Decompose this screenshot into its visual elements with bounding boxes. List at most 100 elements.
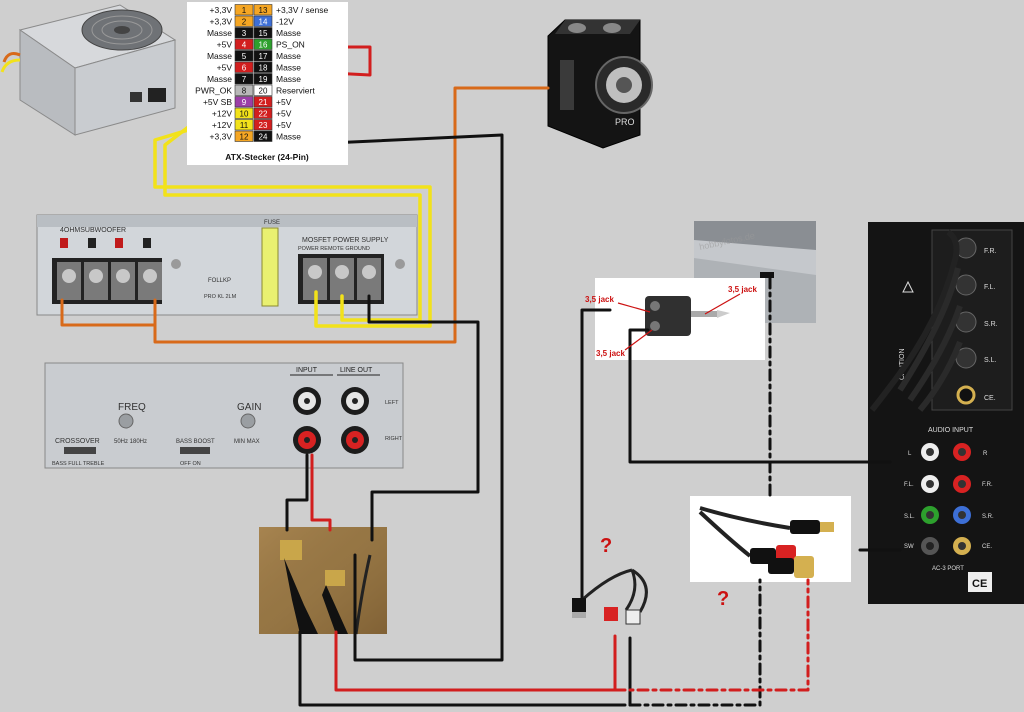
atx-right-label: +3,3V / sense [276,5,328,15]
input-fr-label: F.R. [982,482,993,488]
atx-right-label: Reserviert [276,86,315,96]
atx-right-label: +5V [276,120,292,130]
yellow-wire-1 [163,116,422,322]
bottom-red-wire [334,630,617,692]
atx-pin-left [234,73,254,85]
input-label: INPUT [296,367,318,374]
input-sl-label: S.L. [904,514,915,520]
speaker-system-panel: F.R. F.L. S.R. S.L. CE. CAUTION AUDIO IN… [868,222,1024,604]
lineout-label: LINE OUT [340,367,373,374]
atx-right-label: Masse [276,28,301,38]
atx-pin-left [234,38,254,50]
atx-pin-right [253,61,273,73]
bottom-black-wire [298,630,627,707]
power-supply-label: MOSFET POWER SUPPLY [302,237,389,244]
atx-pin-left [234,107,254,119]
atx-left-label: +5V [217,63,233,73]
freq-knob [118,413,134,429]
atx-pin-left [234,27,254,39]
dashed-red-wire [613,578,810,692]
freq-range-label: 50Hz 180Hz [114,439,147,445]
left-label: LEFT [385,400,399,406]
jack-label-top-right: 3,5 jack [728,285,757,294]
wires [60,45,902,707]
atx-pin-right-number: 19 [259,75,268,84]
atx-pin-left [234,15,254,27]
y-cable-photo [690,496,851,582]
terminal-left-label: 4OHMSUBWOOFER [60,227,126,234]
atx-pin-right [253,130,273,142]
jack-label-top-left: 3,5 jack [585,295,614,304]
ac3-port-label: AC-3 PORT [932,566,964,572]
rca-plug-photo [259,527,387,635]
crossover-opts-label: BASS FULL TREBLE [52,461,105,467]
rca-black-wire-1 [285,453,309,532]
right-label: RIGHT [385,436,403,442]
speaker-sr-label: S.R. [984,321,998,328]
splitter-photo [595,278,765,360]
atx-pin-left-number: 12 [240,133,249,142]
bassboost-switch [180,447,210,454]
atx-pin-right [253,4,273,16]
atx-pin-right-number: 13 [259,6,268,15]
atx-pin-right [253,119,273,131]
atx-left-label: +3,3V [210,132,233,142]
amp-control-panel: FREQ 50Hz 180Hz GAIN MIN MAX CROSSOVER B… [44,362,404,469]
atx-left-label: Masse [207,51,232,61]
atx-pin-left-number: 4 [242,41,247,50]
speaker-terminals [52,238,162,304]
gain-knob [240,413,256,429]
atx-pin-left-number: 7 [242,75,247,84]
atx-pin-left-number: 5 [242,52,247,61]
black-ground-wire [328,133,504,662]
atx-pin-left-number: 9 [242,98,247,107]
input-fl-label: F.L. [904,482,914,488]
atx-right-label: -12V [276,17,294,27]
atx-pin-right-number: 21 [259,98,268,107]
atx-pin-right [253,73,273,85]
svg-text:PRO: PRO [615,117,635,127]
atx-pin-left-number: 11 [240,121,249,130]
atx-pin-right-number: 22 [259,110,268,119]
atx-pin-right-number: 23 [259,121,268,130]
atx-left-label: +12V [212,120,232,130]
atx-pin-left-number: 8 [242,87,247,96]
gain-label: GAIN [237,402,261,413]
atx-pin-left-number: 10 [240,110,249,119]
atx-pin-right-number: 14 [259,18,268,27]
power-terms-label: POWER REMOTE GROUND [298,246,370,252]
atx-pin-right-number: 17 [259,52,268,61]
atx-pin-left-number: 2 [242,18,247,27]
atx-pin-right-number: 15 [259,29,268,38]
audio-input-label: AUDIO INPUT [928,427,974,434]
speaker-fr-label: F.R. [984,248,997,255]
subwoofer-box: PRO [547,19,653,149]
input-ce-label: CE. [982,544,992,550]
freq-label: FREQ [118,402,146,413]
atx-pin-right-number: 18 [259,64,268,73]
input-l-label: L [908,451,912,457]
splitter-black-wire-2 [628,328,892,464]
psu-unit [0,4,177,136]
atx-pin-left [234,84,254,96]
atx-pin-left-number: 6 [242,64,247,73]
atx-pin-right [253,96,273,108]
atx-right-label: +5V [276,109,292,119]
input-r-label: R [983,451,988,457]
fuse-label: FUSE [264,220,280,226]
atx-right-label: Masse [276,51,301,61]
atx-pin-left [234,119,254,131]
atx-pin-left [234,130,254,142]
splitter-black-wire [580,308,612,604]
bassboost-label: BASS BOOST [176,439,215,445]
speaker-fl-label: F.L. [984,284,995,291]
atx-pin-right-number: 24 [259,133,268,142]
atx-left-label: +3,3V [210,17,233,27]
atx-left-label: Masse [207,28,232,38]
atx-left-label: +12V [212,109,232,119]
black-ground-wire-2 [367,294,480,542]
atx-pin-left [234,4,254,16]
